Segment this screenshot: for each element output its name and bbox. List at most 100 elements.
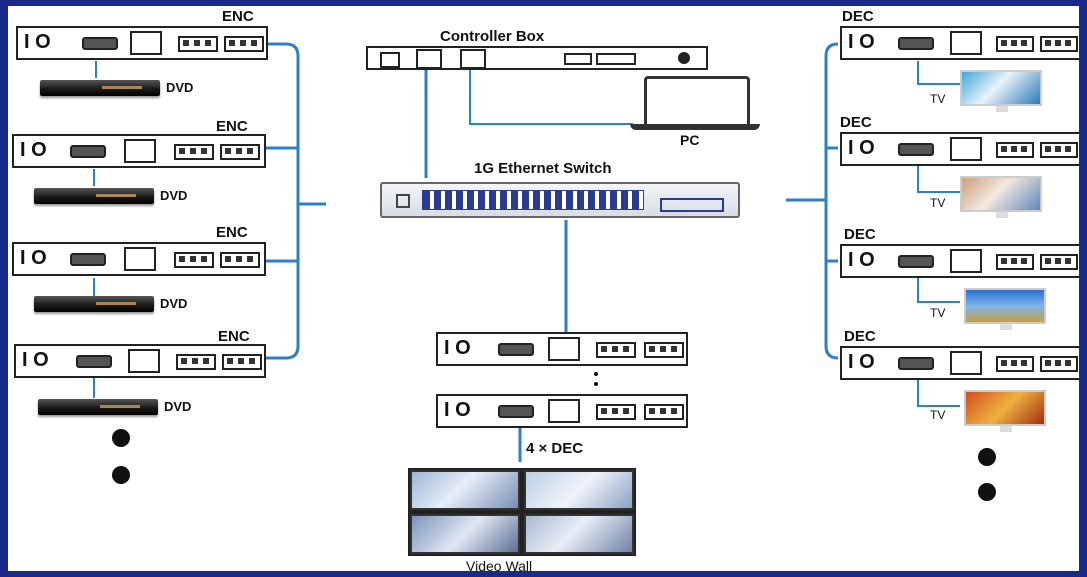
encoder-label-1: ENC	[222, 8, 254, 25]
decoder-device-1: I O	[840, 26, 1079, 60]
dvd-label-3: DVD	[160, 296, 188, 311]
tv-display-2	[960, 176, 1042, 218]
serial-terminal-icon	[644, 404, 684, 420]
video-wall-label: Video Wall	[466, 558, 533, 571]
decoder-power-icon: I O	[444, 399, 471, 421]
hdmi-port-icon	[70, 253, 106, 266]
controller-to-pc-line	[469, 68, 633, 125]
serial-terminal-icon	[1040, 36, 1078, 52]
more-encoders-dot	[112, 429, 130, 447]
ethernet-switch-device	[380, 182, 740, 218]
connection-lines	[93, 42, 960, 462]
ethernet-port-icon	[416, 49, 442, 69]
encoder-power-icon: I O	[22, 349, 49, 371]
decoder-label-1: DEC	[842, 8, 874, 25]
decoder-device-2: I O	[840, 132, 1079, 166]
serial-terminal-icon	[224, 36, 264, 52]
decoder-bracket	[824, 42, 839, 360]
tv-display-4	[964, 390, 1046, 432]
video-wall-panel-tr	[524, 470, 634, 510]
hdmi-port-icon	[898, 37, 934, 50]
encoder-device-2: I O	[12, 134, 266, 168]
dvd-label-4: DVD	[164, 399, 192, 414]
serial-terminal-icon	[220, 252, 260, 268]
video-wall	[408, 468, 636, 556]
audio-terminal-icon	[996, 142, 1034, 158]
dvd-player-3	[34, 296, 154, 312]
tv-label-4: TV	[930, 408, 946, 422]
more-decoders-dot	[978, 483, 996, 501]
power-port-icon	[380, 52, 400, 68]
audio-terminal-icon	[996, 36, 1034, 52]
audio-terminal-icon	[174, 252, 214, 268]
audio-terminal-icon	[176, 354, 216, 370]
audio-terminal-icon	[996, 356, 1034, 372]
ethernet-port-icon	[124, 247, 156, 271]
decoder-power-icon: I O	[848, 249, 875, 271]
network-diagram: ENC I O DVD ENC I O DVD ENC I O DVD ENC …	[8, 6, 1079, 571]
relay-terminal-icon	[596, 53, 636, 65]
tv-display-1	[960, 70, 1042, 112]
dvd-player-4	[38, 399, 158, 415]
encoder-device-4: I O	[14, 344, 266, 378]
hdmi-port-icon	[498, 405, 534, 418]
more-decoders-dot	[978, 448, 996, 466]
serial-terminal-icon	[1040, 142, 1078, 158]
decoder-label-2: DEC	[840, 114, 872, 131]
decoder-label-3: DEC	[844, 226, 876, 243]
controller-box-label: Controller Box	[440, 28, 545, 45]
audio-terminal-icon	[174, 144, 214, 160]
encoder-label-4: ENC	[218, 328, 250, 345]
more-encoders-dot	[112, 466, 130, 484]
encoder-label-2: ENC	[216, 118, 248, 135]
dvd-label-2: DVD	[160, 188, 188, 203]
ellipsis-dot	[594, 382, 598, 386]
encoder-power-icon: I O	[20, 247, 47, 269]
dvd-player-1	[40, 80, 160, 96]
video-wall-panel-tl	[410, 470, 520, 510]
switch-uplink-ports-icon	[660, 198, 724, 212]
ethernet-port-icon	[548, 337, 580, 361]
tv-display-3	[964, 288, 1046, 330]
serial-terminal-icon	[644, 342, 684, 358]
controller-box-device	[366, 46, 708, 70]
io-terminal-icon	[564, 53, 592, 65]
tv-label-1: TV	[930, 92, 946, 106]
ethernet-port-icon	[124, 139, 156, 163]
video-wall-panel-br	[524, 514, 634, 554]
serial-terminal-icon	[222, 354, 262, 370]
dvd-label-1: DVD	[166, 80, 194, 95]
ethernet-port-icon	[130, 31, 162, 55]
decoder-label-4: DEC	[844, 328, 876, 345]
audio-terminal-icon	[178, 36, 218, 52]
hdmi-port-icon	[82, 37, 118, 50]
serial-terminal-icon	[1040, 356, 1078, 372]
decoder-power-icon: I O	[444, 337, 471, 359]
hdmi-port-icon	[898, 255, 934, 268]
reset-button-icon	[678, 52, 690, 64]
hdmi-port-icon	[76, 355, 112, 368]
encoder-device-3: I O	[12, 242, 266, 276]
switch-ports-icon	[422, 190, 644, 210]
ethernet-port-icon	[548, 399, 580, 423]
ellipsis-dot	[594, 372, 598, 376]
hdmi-port-icon	[70, 145, 106, 158]
serial-terminal-icon	[1040, 254, 1078, 270]
wall-decoder-device-2: I O	[436, 394, 688, 428]
encoder-label-3: ENC	[216, 224, 248, 241]
dvd-player-2	[34, 188, 154, 204]
video-wall-panel-bl	[410, 514, 520, 554]
encoder-bracket	[285, 42, 300, 360]
audio-terminal-icon	[596, 404, 636, 420]
decoder-power-icon: I O	[848, 137, 875, 159]
decoder-power-icon: I O	[848, 351, 875, 373]
dec-count-label: 4 × DEC	[526, 440, 584, 457]
encoder-power-icon: I O	[24, 31, 51, 53]
audio-terminal-icon	[996, 254, 1034, 270]
decoder-device-3: I O	[840, 244, 1079, 278]
wall-decoder-device-1: I O	[436, 332, 688, 366]
hdmi-port-icon	[898, 143, 934, 156]
hdmi-port-icon	[898, 357, 934, 370]
serial-terminal-icon	[220, 144, 260, 160]
tv-label-3: TV	[930, 306, 946, 320]
